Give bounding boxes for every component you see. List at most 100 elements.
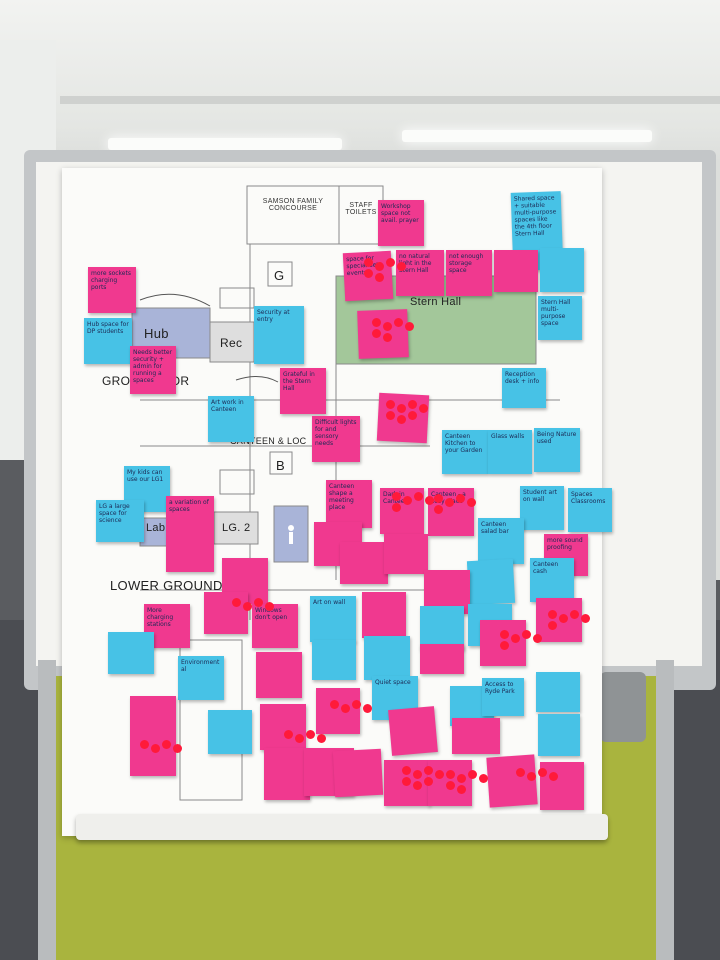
sticky-note (420, 606, 464, 650)
sticky-note (256, 652, 302, 698)
dot-sticker (243, 602, 252, 611)
sticky-note: Being Nature used (534, 428, 580, 472)
sticky-note (108, 632, 154, 674)
board-clip (600, 672, 646, 742)
plan-arrow-hub (139, 293, 211, 307)
dot-sticker (424, 777, 433, 786)
sticky-note: Art on wall (310, 596, 356, 642)
sticky-note: Workshop space not avail. prayer (378, 200, 424, 246)
sticky-note (452, 718, 500, 754)
plan-label-staff-toilets: STAFF TOILETS (345, 202, 377, 216)
sticky-note (536, 672, 580, 712)
dot-sticker (425, 496, 434, 505)
dot-sticker (434, 494, 443, 503)
dot-sticker (386, 400, 395, 409)
plan-label-stern-hall: Stern Hall (410, 296, 462, 308)
dot-sticker (232, 598, 241, 607)
dot-sticker (457, 774, 466, 783)
dot-sticker (559, 614, 568, 623)
dot-sticker (511, 634, 520, 643)
dot-sticker (392, 503, 401, 512)
dot-sticker (295, 734, 304, 743)
sticky-note: Security at entry (254, 306, 304, 364)
dot-sticker (446, 770, 455, 779)
sticky-note: Spaces Classrooms (568, 488, 612, 532)
dot-sticker (392, 492, 401, 501)
sticky-note (364, 636, 410, 680)
dot-sticker (548, 610, 557, 619)
sticky-note (130, 696, 176, 776)
sticky-note (208, 710, 252, 754)
dot-sticker (364, 269, 373, 278)
dot-sticker (468, 770, 477, 779)
dot-sticker (548, 621, 557, 630)
dot-sticker (151, 744, 160, 753)
dot-sticker (434, 505, 443, 514)
dot-sticker (414, 492, 423, 501)
plan-label-g: G (274, 268, 285, 283)
dot-sticker (467, 498, 476, 507)
dot-sticker (162, 740, 171, 749)
sticky-note: Grateful in the Stern Hall (280, 368, 326, 414)
poster-roll (76, 814, 608, 840)
plan-label-b: B (276, 458, 285, 473)
sticky-note: no natural light in the Stern Hall (396, 250, 444, 296)
sticky-note (420, 644, 464, 674)
dot-sticker (456, 494, 465, 503)
board-leg-left (38, 660, 56, 960)
sticky-note (466, 558, 516, 606)
sticky-note: Canteen shape a meeting place (326, 480, 372, 528)
sticky-note (494, 250, 538, 292)
sticky-note (312, 640, 356, 680)
sticky-note: more sockets charging ports (88, 267, 136, 313)
dot-sticker (516, 768, 525, 777)
dot-sticker (397, 404, 406, 413)
dot-sticker (306, 730, 315, 739)
sticky-note: Reception desk + info (502, 368, 546, 408)
sticky-note (540, 762, 584, 810)
toilet-figure-body (289, 532, 293, 544)
dot-sticker (394, 318, 403, 327)
dot-sticker (265, 602, 274, 611)
plan-stair-b (219, 469, 255, 495)
sticky-note (362, 592, 406, 638)
sticky-note (486, 754, 538, 808)
dot-sticker (352, 700, 361, 709)
dot-sticker (446, 781, 455, 790)
sticky-note: Windows don't open (252, 604, 298, 648)
sticky-note: Needs better security + admin for runnin… (130, 346, 176, 394)
plan-room-lg2 (213, 511, 259, 545)
sticky-note: Hub space for DP students (84, 318, 132, 364)
plan-room-rec (209, 321, 255, 363)
plan-label-lab: Lab (146, 522, 166, 534)
sticky-note (260, 704, 306, 750)
dot-sticker (330, 700, 339, 709)
dot-sticker (424, 766, 433, 775)
dot-sticker (408, 400, 417, 409)
sticky-note (264, 748, 310, 800)
dot-sticker (372, 318, 381, 327)
dot-sticker (397, 262, 406, 271)
ceiling-light-left (108, 138, 342, 150)
dot-sticker (570, 610, 579, 619)
plan-lift-b (269, 451, 293, 475)
sticky-note (204, 592, 248, 634)
dot-sticker (457, 785, 466, 794)
plan-arrow-rec (235, 376, 279, 383)
sticky-note: Canteen cash (530, 558, 574, 602)
sticky-note (540, 248, 584, 292)
dot-sticker (375, 273, 384, 282)
sticky-note (384, 534, 428, 574)
sticky-note (340, 542, 388, 584)
plan-label-samson: SAMSON FAMILY CONCOURSE (262, 198, 324, 212)
dot-sticker (317, 734, 326, 743)
dot-sticker (254, 598, 263, 607)
plan-label-canteen: CANTEEN & LOC (230, 436, 307, 446)
dot-sticker (479, 774, 488, 783)
dot-sticker (522, 630, 531, 639)
dot-sticker (364, 258, 373, 267)
plan-room-lab (139, 517, 169, 547)
sticky-note: Art work in Canteen (208, 396, 254, 442)
dot-sticker (173, 744, 182, 753)
